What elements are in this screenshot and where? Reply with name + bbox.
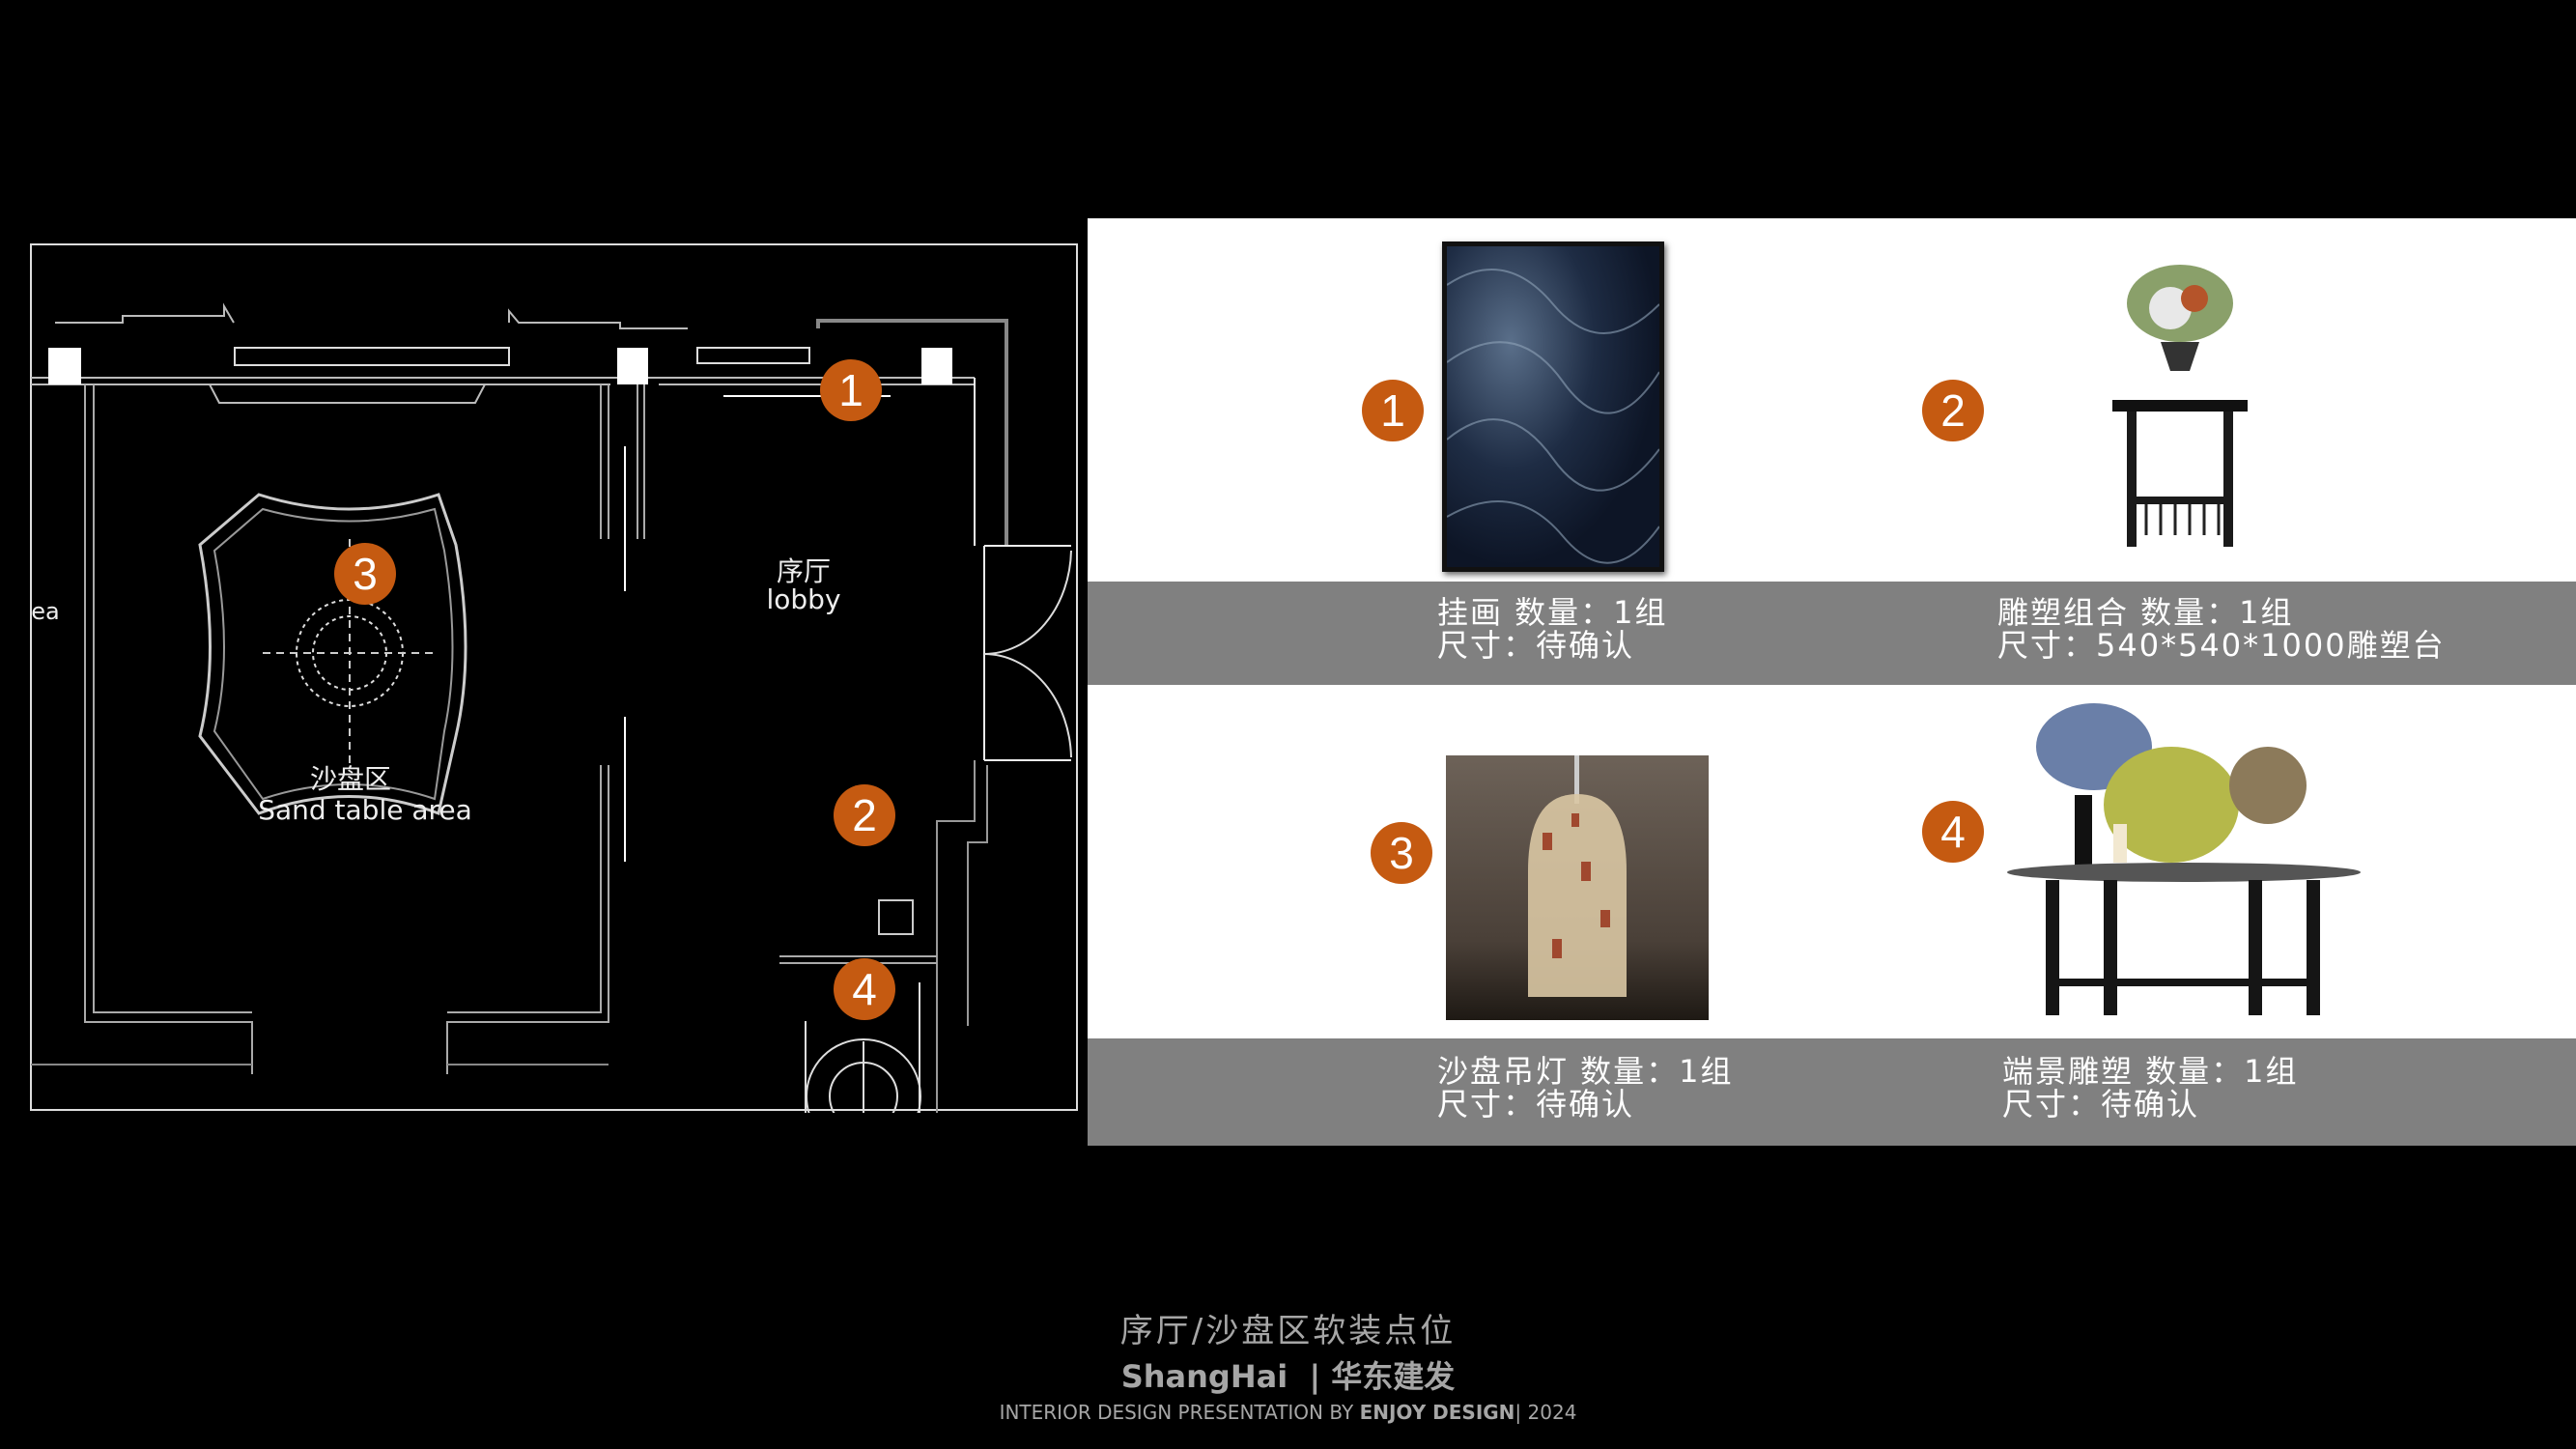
- footer-credit-prefix: INTERIOR DESIGN PRESENTATION BY: [999, 1401, 1360, 1424]
- slide-title: 序厅/沙盘区软装点位: [1119, 1312, 1457, 1350]
- floor-plan-drawing: [31, 302, 1072, 1113]
- painting-canvas: [1446, 246, 1660, 567]
- item-1-size: 尺寸：待确认: [1437, 627, 1635, 664]
- sand-area-label-cn: 沙盘区: [309, 763, 392, 795]
- footer-brand-line: ShangHai | 华东建发: [0, 1352, 2576, 1397]
- caption-bar-top: [1088, 582, 2576, 685]
- footer-company: 华东建发: [1331, 1358, 1456, 1395]
- painting-pattern: [1446, 269, 1660, 564]
- plan-marker-2: 2: [834, 784, 895, 846]
- caption-bar-bottom: [1088, 1038, 2576, 1146]
- pendant-lamp-drawing: [1528, 755, 1627, 997]
- footer-credit-year: | 2024: [1514, 1401, 1577, 1424]
- lobby-label-cn: 序厅: [776, 555, 832, 587]
- item-badge-2: 2: [1922, 380, 1984, 441]
- plan-marker-3: 3: [334, 543, 396, 605]
- item-badge-3: 3: [1371, 822, 1432, 884]
- painting-image: [1442, 242, 1664, 572]
- item-badge-4: 4: [1922, 801, 1984, 863]
- pendant-lamp-image: [1446, 755, 1709, 1020]
- lobby-label-en: lobby: [766, 583, 841, 615]
- item-badge-1: 1: [1362, 380, 1424, 441]
- plan-marker-1: 1: [820, 359, 882, 421]
- footer-separator: |: [1288, 1358, 1332, 1395]
- item-3-size: 尺寸：待确认: [1437, 1086, 1635, 1122]
- footer-credit-line: INTERIOR DESIGN PRESENTATION BY ENJOY DE…: [0, 1401, 2576, 1424]
- console-table-arrangement-image: [2007, 703, 2361, 1015]
- plan-edge-label: ea: [31, 598, 60, 625]
- item-1-name-qty: 挂画 数量：1组: [1437, 594, 1668, 631]
- floor-plan: ea 序厅 lobby 沙盘区 Sand table area 1 3 2 4: [30, 243, 1078, 1113]
- plan-marker-4: 4: [834, 958, 895, 1020]
- footer-credit-brand: ENJOY DESIGN: [1359, 1401, 1515, 1424]
- footer-city: ShangHai: [1120, 1358, 1288, 1395]
- item-3-name-qty: 沙盘吊灯 数量：1组: [1437, 1053, 1734, 1090]
- item-4-name-qty: 端景雕塑 数量：1组: [2002, 1053, 2299, 1090]
- item-2-name-qty: 雕塑组合 数量：1组: [1997, 594, 2294, 631]
- item-4-size: 尺寸：待确认: [2002, 1086, 2200, 1122]
- sculpture-on-pedestal-image: [2112, 265, 2248, 547]
- item-2-size: 尺寸：540*540*1000雕塑台: [1997, 627, 2446, 664]
- sand-area-label-en: Sand table area: [258, 794, 472, 826]
